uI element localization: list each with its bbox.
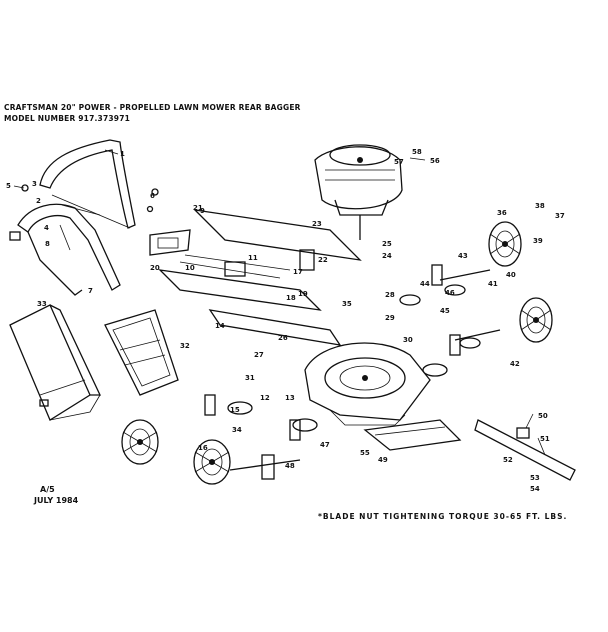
height-adjusters: [204, 264, 461, 441]
callout-24: 24: [382, 252, 392, 260]
upper-handle: [39, 139, 136, 229]
callout-47: 47: [320, 441, 330, 449]
model-number: MODEL NUMBER 917.373971: [4, 114, 131, 123]
callout-53: 53: [530, 474, 540, 482]
diagram-title: CRAFTSMAN 20" POWER - PROPELLED LAWN MOW…: [4, 103, 301, 112]
callout-37: 37: [555, 212, 565, 220]
callout-10: 10: [185, 264, 195, 272]
callout-29: 29: [385, 314, 395, 322]
callout-49: 49: [378, 456, 388, 464]
callout-27: 27: [254, 351, 264, 359]
callout-50: 50: [538, 412, 548, 420]
callout-44: 44: [420, 280, 430, 288]
callout-25: 25: [382, 240, 392, 248]
callout-36: 36: [497, 209, 507, 217]
leader-lines: [13, 149, 546, 456]
callout-32: 32: [180, 342, 190, 350]
callout-38: 38: [535, 202, 545, 210]
bag-frame: [104, 309, 179, 396]
callout-6: 6: [150, 192, 155, 200]
callout-45: 45: [440, 307, 450, 315]
callout-58: 58: [412, 148, 422, 156]
callout-31: 31: [245, 374, 255, 382]
callout-46: 46: [445, 289, 455, 297]
callout-52: 52: [503, 456, 513, 464]
callout-54: 54: [530, 485, 540, 493]
callout-43: 43: [458, 252, 468, 260]
callout-34: 34: [232, 426, 242, 434]
callout-55: 55: [360, 449, 370, 457]
front-wheel-lower: [519, 297, 553, 343]
drive-parts: [227, 269, 501, 480]
callout-26: 26: [278, 334, 288, 342]
callout-40: 40: [506, 271, 516, 279]
callout-41: 41: [488, 280, 498, 288]
callout-13: 13: [285, 394, 295, 402]
handle-bracket: [149, 229, 191, 256]
callout-4: 4: [44, 224, 49, 232]
callout-labels: 1 2 3 4 5 6 7 8 9 10 11 12 13 14 15 16 1…: [6, 148, 565, 493]
callout-22: 22: [318, 256, 328, 264]
callout-51: 51: [540, 435, 550, 443]
callout-56: 56: [430, 157, 440, 165]
handle-hardware: [9, 184, 159, 241]
callout-17: 17: [293, 268, 303, 276]
callout-33: 33: [37, 300, 47, 308]
lower-handle: [17, 203, 121, 296]
callout-21: 21: [193, 204, 203, 212]
grass-bag: [9, 304, 102, 421]
torque-note: *BLADE NUT TIGHTENING TORQUE 30-65 FT. L…: [318, 512, 568, 521]
callout-18: 18: [286, 294, 296, 302]
callout-5: 5: [6, 182, 11, 190]
callout-12: 12: [260, 394, 270, 402]
callout-39: 39: [533, 237, 543, 245]
mower-deck: [304, 342, 431, 426]
callout-8: 8: [45, 240, 50, 248]
rear-wheel-lower: [193, 439, 231, 485]
callout-30: 30: [403, 336, 413, 344]
callout-28: 28: [385, 291, 395, 299]
callout-7: 7: [88, 287, 93, 295]
callout-42: 42: [510, 360, 520, 368]
callout-11: 11: [248, 254, 258, 262]
callout-14: 14: [215, 322, 225, 330]
callout-35: 35: [342, 300, 352, 308]
callout-1: 1: [120, 150, 125, 158]
callout-3: 3: [32, 180, 37, 188]
deck-baffle: [363, 419, 462, 451]
callout-20: 20: [150, 264, 160, 272]
page-reference: A/5: [40, 485, 55, 494]
callout-19: 19: [298, 290, 308, 298]
date-label: JULY 1984: [34, 496, 79, 505]
callout-48: 48: [285, 462, 295, 470]
deck-rear-frame: [158, 209, 362, 346]
callout-57: 57: [394, 158, 404, 166]
rear-wheel-upper: [121, 419, 159, 465]
callout-16: 16: [198, 444, 208, 452]
callout-2: 2: [36, 197, 41, 205]
callout-9: 9: [200, 207, 205, 215]
callout-15: 15: [230, 406, 240, 414]
callout-23: 23: [312, 220, 322, 228]
engine: [314, 144, 403, 240]
blade: [474, 419, 576, 481]
front-wheel-upper: [488, 221, 522, 267]
